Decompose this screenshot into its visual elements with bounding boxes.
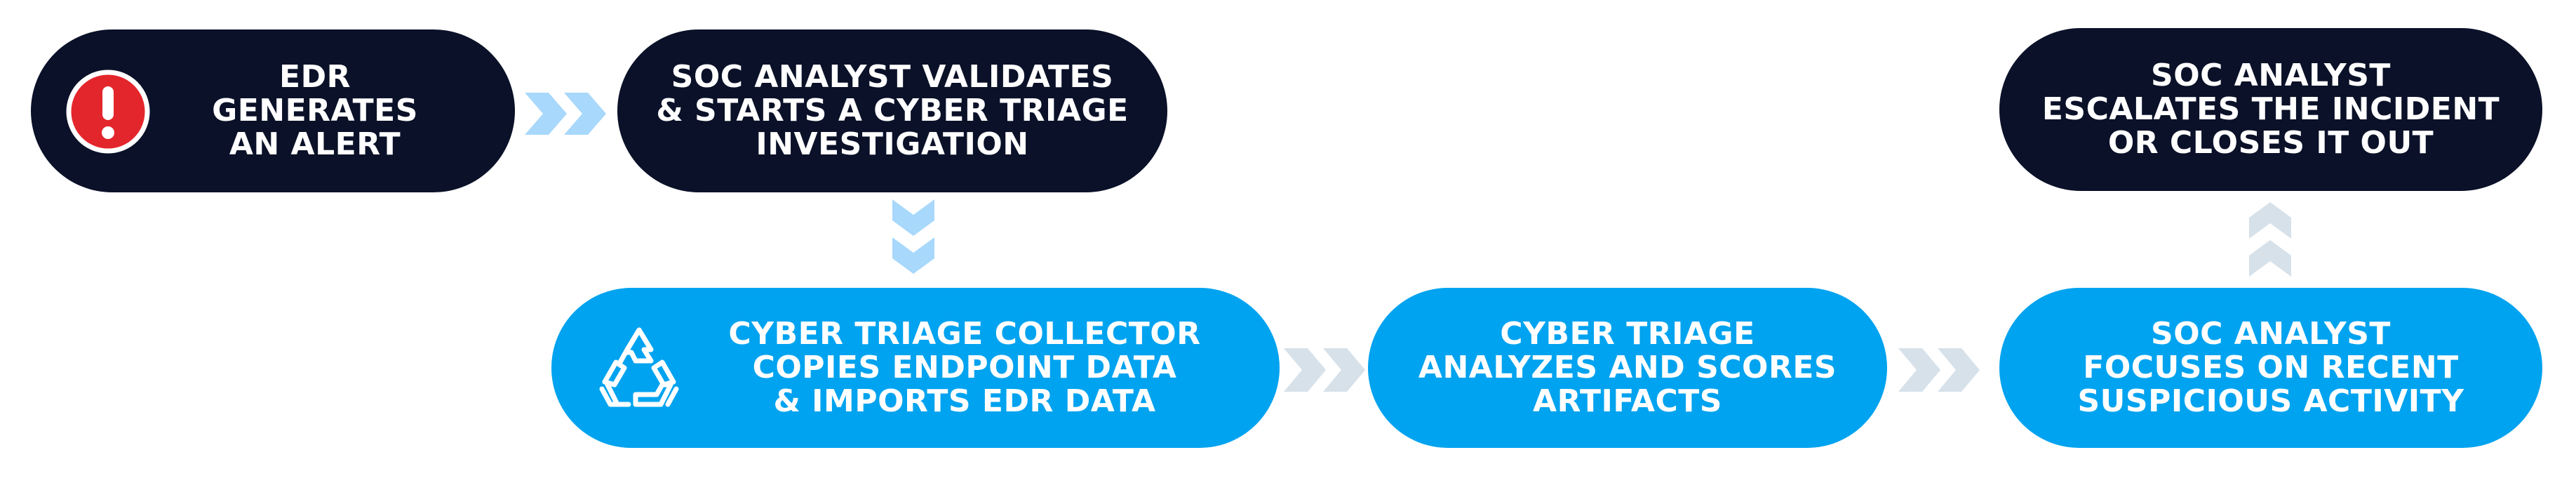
node-focuses-label: SOC ANALYST FOCUSES ON RECENT SUSPICIOUS… xyxy=(2077,316,2464,419)
node-collector: CYBER TRIAGE COLLECTOR COPIES ENDPOINT D… xyxy=(551,288,1280,448)
edge-arrow-right-2 xyxy=(1284,348,1365,392)
node-soc-validates-label: SOC ANALYST VALIDATES & STARTS A CYBER T… xyxy=(656,59,1129,162)
edge-arrow-right-3 xyxy=(1898,348,1980,392)
node-edr-alert: EDR GENERATES AN ALERT xyxy=(31,29,515,192)
recycle-hexagon-icon xyxy=(599,327,679,407)
node-focuses: SOC ANALYST FOCUSES ON RECENT SUSPICIOUS… xyxy=(1999,288,2542,448)
edge-arrow-up-1 xyxy=(2249,202,2291,277)
edge-arrow-right-1 xyxy=(525,93,606,135)
node-collector-label: CYBER TRIAGE COLLECTOR COPIES ENDPOINT D… xyxy=(728,316,1201,419)
alert-exclamation-icon xyxy=(66,70,150,154)
node-analyzes-label: CYBER TRIAGE ANALYZES AND SCORES ARTIFAC… xyxy=(1418,316,1837,419)
node-soc-validates: SOC ANALYST VALIDATES & STARTS A CYBER T… xyxy=(617,29,1167,192)
node-escalates-label: SOC ANALYST ESCALATES THE INCIDENT OR CL… xyxy=(2041,58,2500,161)
edge-arrow-down-1 xyxy=(892,199,934,274)
node-edr-alert-label: EDR GENERATES AN ALERT xyxy=(212,59,418,162)
node-analyzes: CYBER TRIAGE ANALYZES AND SCORES ARTIFAC… xyxy=(1368,288,1887,448)
node-escalates: SOC ANALYST ESCALATES THE INCIDENT OR CL… xyxy=(1999,28,2542,191)
